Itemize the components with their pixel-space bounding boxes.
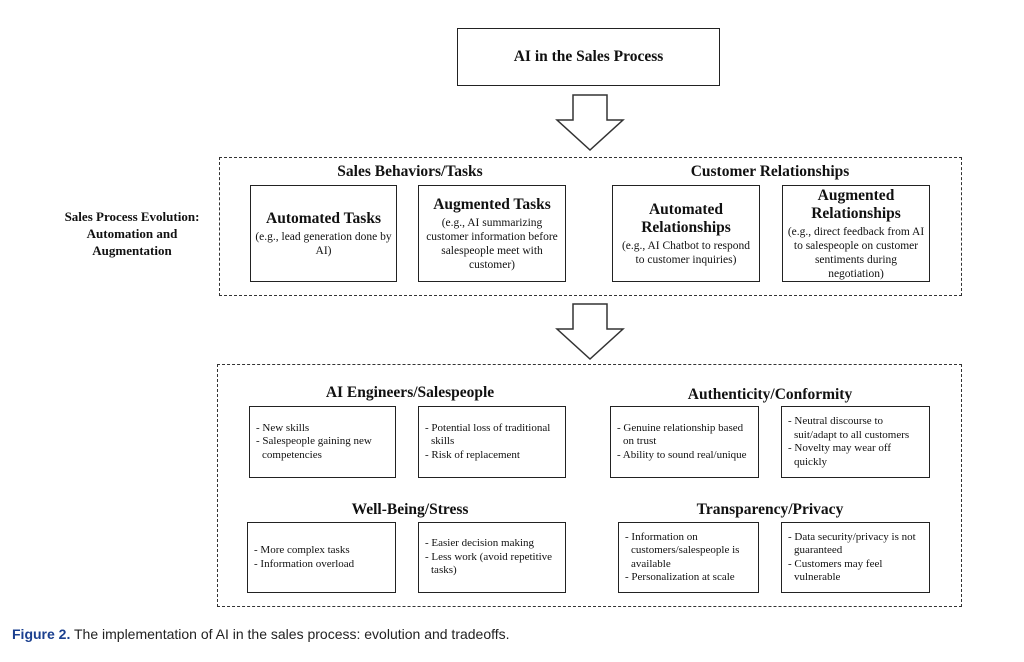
- evolution-side-label: Sales Process Evolution: Automation and …: [64, 209, 200, 258]
- section-title-well-being: Well-Being/Stress: [351, 501, 469, 518]
- section-transparency-right: - Data security/privacy is not guarantee…: [781, 522, 930, 593]
- section-ai-engineers-right: - Potential loss of traditional skills -…: [418, 406, 566, 478]
- box-automated-relationships-title: Automated Relationships: [641, 200, 731, 236]
- section-authenticity-right: - Neutral discourse to suit/adapt to all…: [781, 406, 930, 478]
- list-item: - More complex tasks: [254, 544, 350, 556]
- list-item: - Risk of replacement: [425, 448, 520, 461]
- box-automated-tasks-title: Automated Tasks: [266, 209, 381, 227]
- list-item: - Less work (avoid repetitive tasks): [425, 550, 553, 577]
- box-automated-relationships: Automated Relationships (e.g., AI Chatbo…: [612, 185, 760, 282]
- top-title-box: AI in the Sales Process: [457, 28, 720, 86]
- group-title-sales-behaviors: Sales Behaviors/Tasks: [337, 163, 483, 180]
- list-item: - New skills: [256, 421, 310, 434]
- figure-caption-text: The implementation of AI in the sales pr…: [70, 626, 510, 642]
- tradeoffs-container: [217, 364, 962, 607]
- section-title-ai-engineers: AI Engineers/Salespeople: [325, 384, 495, 401]
- section-transparency-left: - Information on customers/salespeople i…: [618, 522, 759, 593]
- list-item: - Salespeople gaining new competencies: [256, 435, 372, 461]
- list-item: - Genuine relationship based on trust: [617, 421, 744, 448]
- figure-caption: Figure 2. The implementation of AI in th…: [12, 626, 510, 642]
- figure-label: Figure 2.: [12, 626, 71, 642]
- section-ai-engineers-left: - New skills - Salespeople gaining new c…: [249, 406, 396, 478]
- list-item: - Novelty may wear off quickly: [788, 442, 892, 468]
- section-well-being-right: - Easier decision making - Less work (av…: [418, 522, 566, 593]
- list-item: - Potential loss of traditional skills: [425, 421, 551, 448]
- box-automated-tasks-desc: (e.g., lead generation done by AI): [255, 230, 392, 257]
- list-item: - Data security/privacy is not guarantee…: [788, 530, 916, 557]
- section-title-transparency: Transparency/Privacy: [696, 501, 844, 518]
- down-arrow-1: [555, 94, 625, 152]
- box-augmented-relationships: Augmented Relationships (e.g., direct fe…: [782, 185, 930, 282]
- box-augmented-tasks-title: Augmented Tasks: [433, 195, 551, 213]
- down-arrow-2: [555, 303, 625, 361]
- list-item: - Information on customers/salespeople i…: [625, 530, 740, 570]
- box-automated-tasks: Automated Tasks (e.g., lead generation d…: [250, 185, 397, 282]
- list-item: - Personalization at scale: [625, 571, 735, 583]
- box-augmented-tasks: Augmented Tasks (e.g., AI summarizing cu…: [418, 185, 566, 282]
- section-authenticity-left: - Genuine relationship based on trust - …: [610, 406, 759, 478]
- list-item: - Ability to sound real/unique: [617, 448, 747, 461]
- section-title-authenticity: Authenticity/Conformity: [687, 386, 853, 403]
- list-item: - Neutral discourse to suit/adapt to all…: [788, 415, 910, 441]
- section-well-being-left: - More complex tasks - Information overl…: [247, 522, 396, 593]
- evolution-container: [219, 157, 962, 296]
- box-augmented-tasks-desc: (e.g., AI summarizing customer informati…: [426, 216, 558, 271]
- box-augmented-relationships-title: Augmented Relationships: [811, 186, 901, 222]
- list-item: - Easier decision making: [425, 537, 535, 550]
- box-augmented-relationships-desc: (e.g., direct feedback from AI to salesp…: [787, 225, 925, 280]
- list-item: - Information overload: [254, 557, 355, 570]
- group-title-customer-relationships: Customer Relationships: [690, 163, 850, 180]
- top-title: AI in the Sales Process: [513, 48, 664, 65]
- list-item: - Customers may feel vulnerable: [788, 557, 883, 584]
- box-automated-relationships-desc: (e.g., AI Chatbot to respond to customer…: [621, 239, 751, 266]
